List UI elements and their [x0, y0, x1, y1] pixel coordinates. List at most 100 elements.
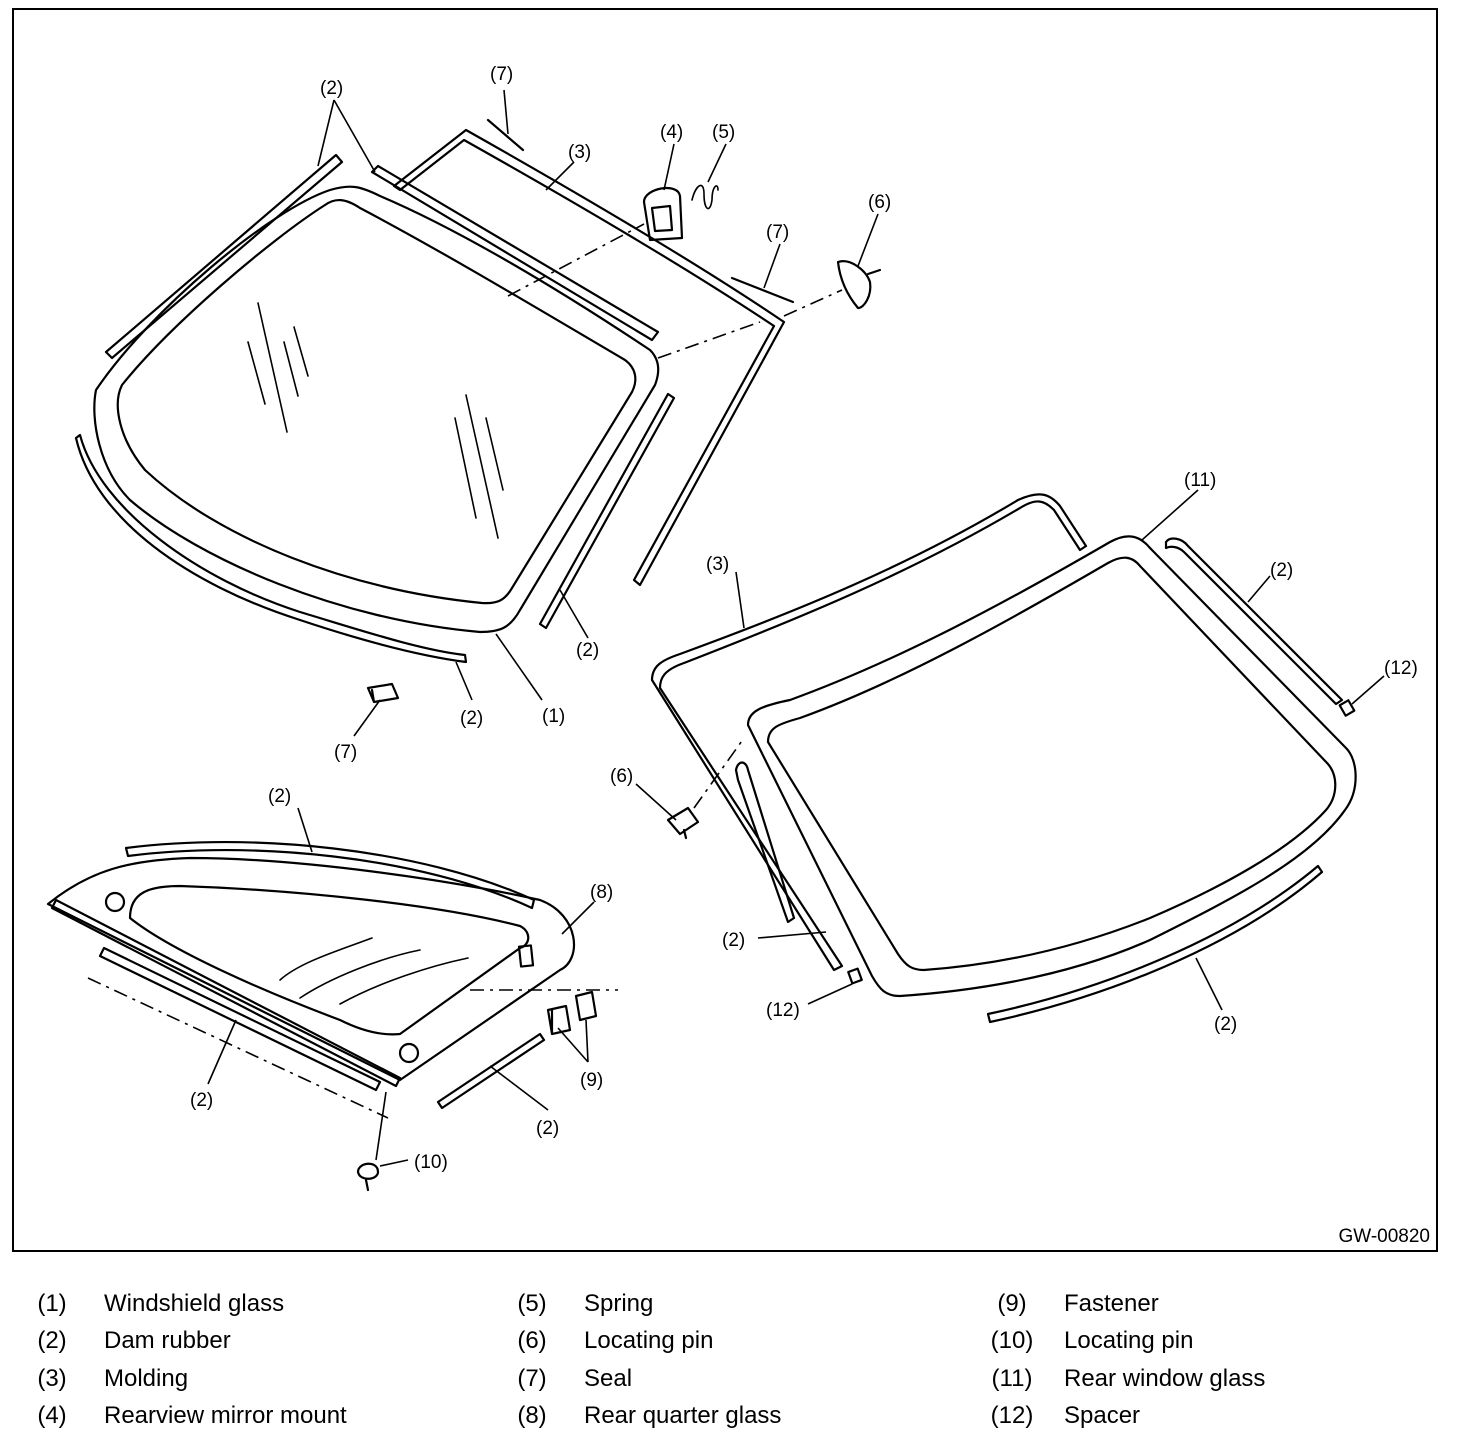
legend-number: (3) [37, 1365, 67, 1392]
legend-number: (2) [37, 1327, 67, 1354]
callout-dam-rubber: (2) [1214, 1014, 1237, 1035]
callout-dam-rubber: (2) [460, 708, 483, 729]
alignment-line [783, 289, 843, 317]
glare-line [454, 417, 477, 519]
legend-name: Molding [104, 1365, 189, 1392]
dam-rubber-strip [50, 898, 402, 1088]
callout-spacer: (12) [766, 1000, 800, 1021]
figure-code: GW-00820 [1338, 1226, 1430, 1247]
locating-pin [356, 1162, 380, 1192]
callout-seal: (7) [334, 742, 357, 763]
callout-seal: (7) [766, 222, 789, 243]
legend-name: Locating pin [584, 1327, 714, 1354]
legend-number: (4) [37, 1402, 67, 1429]
legend-number: (8) [517, 1402, 547, 1429]
rear-quarter-glass-outline [46, 856, 575, 1082]
callout-rear-quarter-glass: (8) [590, 882, 613, 903]
callout-labels: (2) (7) (3) (4) (5) (7) (6) (2) (1) (2) … [190, 64, 1418, 1173]
locating-pin [666, 806, 700, 840]
legend-name: Spring [584, 1290, 654, 1317]
glare-line [299, 949, 421, 999]
quarter-glass-pin-hole [398, 1042, 420, 1064]
dam-rubber-strip [538, 392, 676, 630]
dam-rubber-strip [124, 840, 536, 910]
dam-rubber-strip [370, 164, 660, 342]
glare-line [293, 326, 309, 377]
callout-molding: (3) [568, 142, 591, 163]
windshield-molding [392, 128, 786, 587]
alignment-line [507, 223, 645, 297]
alignment-line [693, 737, 745, 809]
legend-name: Fastener [1064, 1290, 1159, 1317]
leader-lines [207, 89, 1385, 1167]
spring-part [691, 184, 719, 210]
callout-windshield-glass: (1) [542, 706, 565, 727]
legend-number: (7) [517, 1365, 547, 1392]
alignment-line [87, 977, 389, 1119]
legend-name: Dam rubber [104, 1327, 231, 1354]
callout-seal: (7) [490, 64, 513, 85]
seal-strip [730, 276, 795, 304]
glare-line [257, 302, 288, 433]
rear-window-assembly [650, 493, 1357, 1024]
fastener-part [574, 990, 598, 1022]
callout-rearview-mirror-mount: (4) [660, 122, 683, 143]
callout-spring: (5) [712, 122, 735, 143]
callout-dam-rubber: (2) [268, 786, 291, 807]
legend-name: Spacer [1064, 1402, 1141, 1429]
callout-dam-rubber: (2) [190, 1090, 213, 1111]
rearview-mirror-mount [642, 186, 684, 242]
glare-line [339, 957, 469, 1005]
dam-rubber-strip [436, 1032, 546, 1110]
dam-rubber-strip [734, 761, 796, 924]
legend-name: Rearview mirror mount [104, 1402, 347, 1429]
quarter-glass-pin-hole [104, 891, 126, 913]
callout-dam-rubber: (2) [320, 78, 343, 99]
glare-line [485, 417, 504, 491]
parts-legend: (1) Windshield glass (2) Dam rubber (3) … [0, 1284, 1472, 1434]
legend-name: Seal [584, 1365, 633, 1392]
legend-number: (11) [991, 1365, 1033, 1392]
legend-number: (6) [517, 1327, 547, 1354]
exploded-parts-diagram: (2) (7) (3) (4) (5) (7) (6) (2) (1) (2) … [46, 64, 1418, 1192]
spacer-part [1338, 699, 1356, 717]
spacer-part [847, 967, 863, 985]
dam-rubber-strip [104, 153, 344, 360]
diagram-frame [12, 8, 1438, 1252]
callout-rear-window-glass: (11) [1184, 470, 1216, 491]
dam-rubber-strip [1164, 537, 1344, 706]
rear-quarter-glass-inner [128, 884, 530, 1036]
legend-number: (10) [990, 1327, 1034, 1354]
callout-dam-rubber: (2) [722, 930, 745, 951]
seal-block [366, 682, 400, 704]
glare-line [283, 341, 299, 397]
callout-dam-rubber: (2) [576, 640, 599, 661]
rear-window-molding [650, 493, 1088, 972]
glare-line [247, 341, 266, 405]
windshield-glass-outline [93, 185, 660, 634]
legend-name: Rear quarter glass [584, 1402, 782, 1429]
callout-dam-rubber: (2) [1270, 560, 1293, 581]
callout-locating-pin: (10) [414, 1152, 448, 1173]
legend-name: Windshield glass [104, 1290, 285, 1317]
quarter-glass-tab [517, 944, 535, 968]
callout-fastener: (9) [580, 1070, 603, 1091]
fastener-part [546, 1004, 572, 1036]
callout-dam-rubber: (2) [536, 1118, 559, 1139]
legend-name: Rear window glass [1064, 1365, 1266, 1392]
callout-molding: (3) [706, 554, 729, 575]
glare-line [279, 937, 373, 981]
rear-quarter-assembly [46, 840, 618, 1192]
dam-rubber-strip [98, 946, 382, 1092]
windshield-assembly [74, 118, 882, 704]
alignment-line [657, 321, 761, 359]
legend-number: (9) [997, 1290, 1027, 1317]
dam-rubber-strip [986, 864, 1324, 1024]
rear-window-glass-outline [746, 535, 1357, 998]
legend-number: (5) [517, 1290, 547, 1317]
windshield-glass-inner [116, 199, 637, 605]
glare-line [465, 394, 499, 539]
callout-locating-pin: (6) [610, 766, 633, 787]
rear-window-glass-inner [766, 556, 1337, 972]
seal-strip [486, 118, 525, 152]
